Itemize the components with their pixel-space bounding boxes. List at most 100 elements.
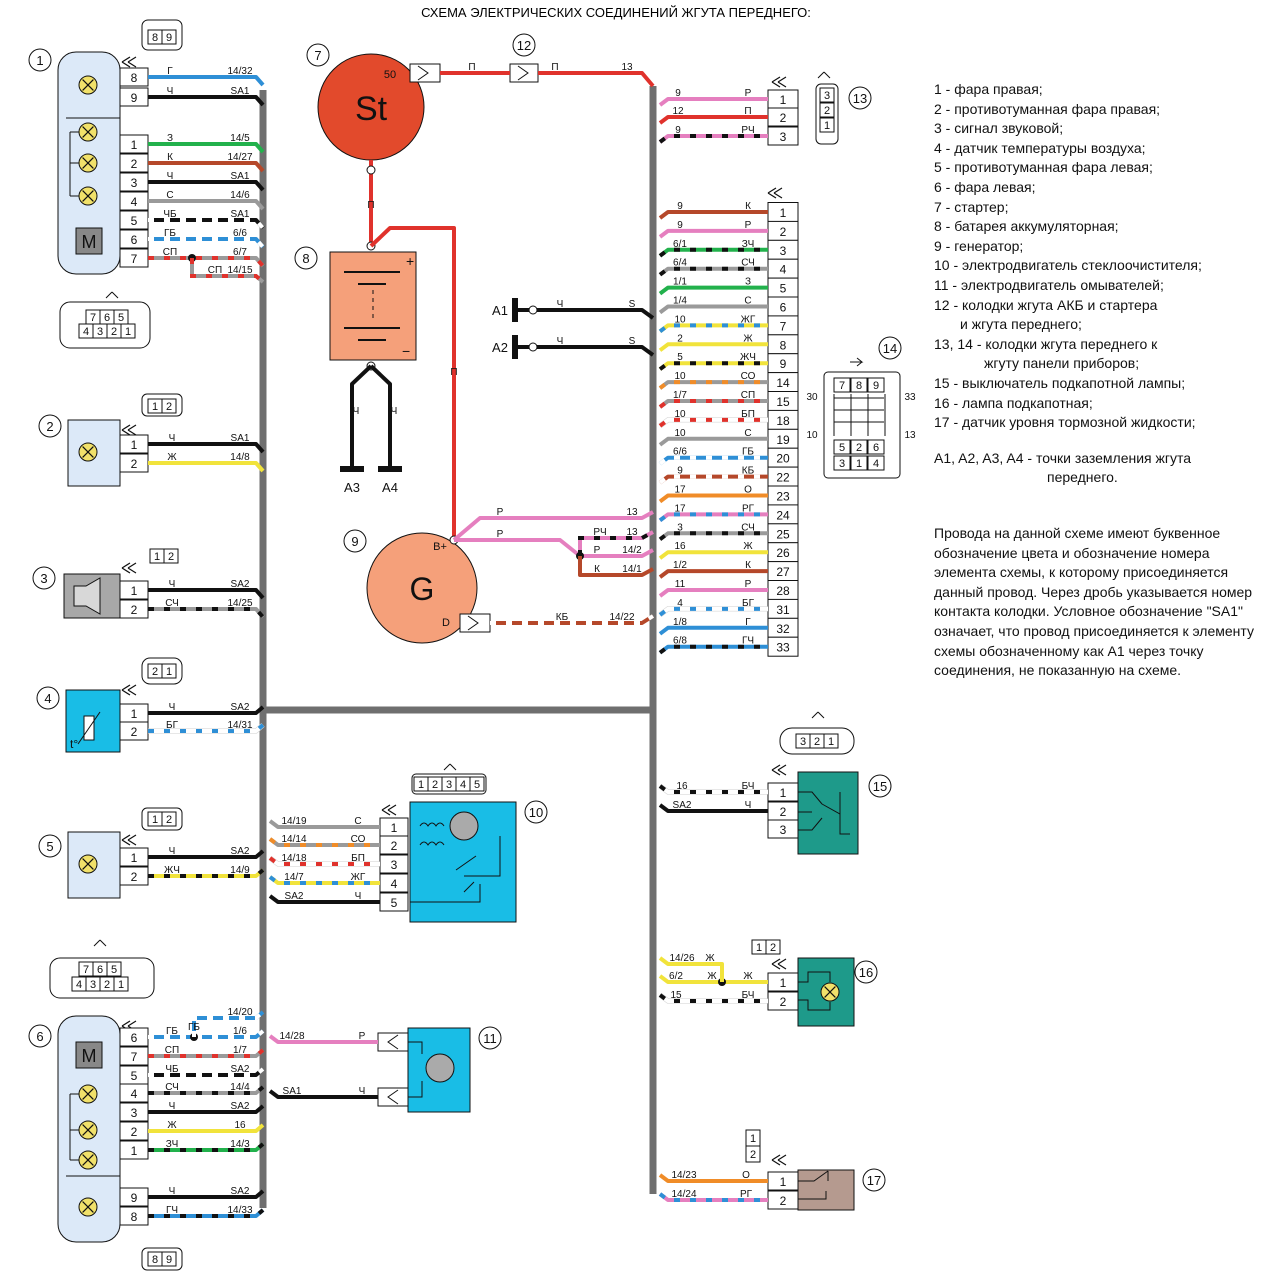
wire-label: 9 [677, 466, 683, 477]
washer-motor-icon [425, 1053, 455, 1083]
ground-a1-icon [512, 298, 518, 322]
pin-number: 8 [780, 338, 787, 352]
wire-body [658, 228, 768, 239]
connector-side-pin: 13 [904, 430, 916, 441]
wire-gen-d [490, 614, 655, 625]
legend-item: 5 - противотуманная фара левая; [934, 159, 1153, 176]
legend-note: Провода на данной схеме имеют буквенное … [934, 525, 1254, 679]
wire-stripe [148, 607, 265, 619]
wire-label: РГ [740, 1189, 753, 1200]
component-number: 12 [517, 38, 531, 53]
wire-c14-18 [658, 417, 768, 428]
connector-pin: 1 [125, 326, 131, 338]
wire-label: 6/8 [673, 636, 687, 647]
wire-label: П [367, 200, 374, 211]
wire-label: 1/7 [233, 1045, 247, 1056]
connector-pin: 4 [76, 979, 82, 991]
motor-label: M [82, 1046, 97, 1066]
wire-label: 5 [677, 352, 683, 363]
wire-label: 14/26 [669, 953, 694, 964]
legend-item: 12 - колодки жгута АКБ и стартера [934, 296, 1158, 313]
pin-number: 26 [776, 546, 790, 560]
wire-label: ЖЧ [740, 352, 756, 363]
wire-label: С [166, 190, 173, 201]
wire-c14-26 [658, 550, 768, 560]
wire-label: Ч [169, 846, 176, 857]
pin-number: 2 [780, 225, 787, 239]
connector-pin: 1 [152, 814, 158, 826]
wire-body [148, 1123, 265, 1133]
wire-body [452, 510, 654, 542]
pin-box [767, 819, 799, 839]
wire-label: П [450, 367, 457, 378]
latch-icon [105, 291, 119, 299]
pin-number: 33 [776, 641, 790, 655]
ground-a1-label: A1 [492, 303, 508, 318]
wire-c1-7b [190, 258, 265, 284]
legend-grounds: A1, A2, A3, A4 - точки заземления жгута [934, 449, 1192, 466]
wire-label: Ж [167, 452, 177, 463]
generator-terminal [459, 613, 491, 633]
wire-c11-0 [268, 1034, 378, 1044]
wire-label: 9 [675, 88, 681, 99]
plug-arrow-icon [387, 1034, 399, 1050]
wire-c6-8 [148, 1208, 265, 1218]
wire-label: ЗЧ [742, 239, 755, 250]
connector-pin: 3 [97, 326, 103, 338]
wire-label: Ч [353, 406, 360, 417]
connector-cell [819, 87, 835, 103]
wire-label: 16 [234, 1120, 246, 1131]
wire-c14-33 [658, 644, 768, 655]
wire-label: СП [741, 390, 755, 401]
wire-label: 14/14 [281, 834, 306, 845]
wire-label: 17 [674, 485, 686, 496]
pin-number: 9 [780, 357, 787, 371]
wire-label: Ч [169, 433, 176, 444]
connector-pin: 8 [152, 32, 158, 44]
wire-label: 6/6 [233, 228, 247, 239]
pin-number: 3 [780, 823, 787, 837]
wire-c14-19 [658, 436, 768, 447]
lamp-cross [82, 1201, 94, 1213]
wire-stripe [190, 258, 265, 284]
wire-body [148, 95, 265, 107]
wire-stripe [148, 1208, 265, 1218]
lamp-cross [82, 157, 94, 169]
legend-item: 17 - датчик уровня тормозной жидкости; [934, 414, 1196, 431]
pin-number: 5 [131, 214, 138, 228]
wire-c14-9 [658, 361, 768, 371]
pin-number: 8 [131, 71, 138, 85]
starter-terminal [409, 63, 441, 83]
component-number-circle [848, 86, 872, 110]
wire-label: БГ [742, 598, 755, 609]
pin-number: 14 [776, 376, 790, 390]
component-number-circle [868, 774, 892, 798]
wire-body [148, 1104, 265, 1114]
wire-label: SA2 [231, 846, 250, 857]
wire-label: З [167, 133, 173, 144]
wire-stripe [658, 361, 768, 371]
wire-stripe [658, 474, 768, 485]
generator-label: G [410, 571, 435, 607]
plug-arrow-icon [771, 958, 787, 970]
wire-label: С [354, 816, 361, 827]
wire-label: СП [208, 265, 222, 276]
brake-sensor-switch-icon [798, 1170, 829, 1200]
wire-body [658, 210, 768, 220]
connector-cell [161, 811, 177, 827]
latch-icon [817, 71, 831, 79]
wire-label: Р [594, 545, 601, 556]
wire-body [538, 71, 655, 88]
legend-item: 3 - сигнал звуковой; [934, 120, 1064, 137]
wire-label: Ж [743, 333, 753, 344]
wire-c14-23 [658, 493, 768, 504]
pin-number: 1 [780, 93, 787, 107]
wire-c16-1 [658, 974, 768, 984]
pin-number: 25 [776, 527, 790, 541]
lamp-cross [82, 190, 94, 202]
wire-label: 1/1 [673, 277, 687, 288]
washer-internal-wiring [408, 1041, 423, 1098]
wire-stripe [658, 606, 768, 617]
wire-c1-7 [148, 256, 265, 268]
wire-c14-4 [658, 266, 768, 277]
